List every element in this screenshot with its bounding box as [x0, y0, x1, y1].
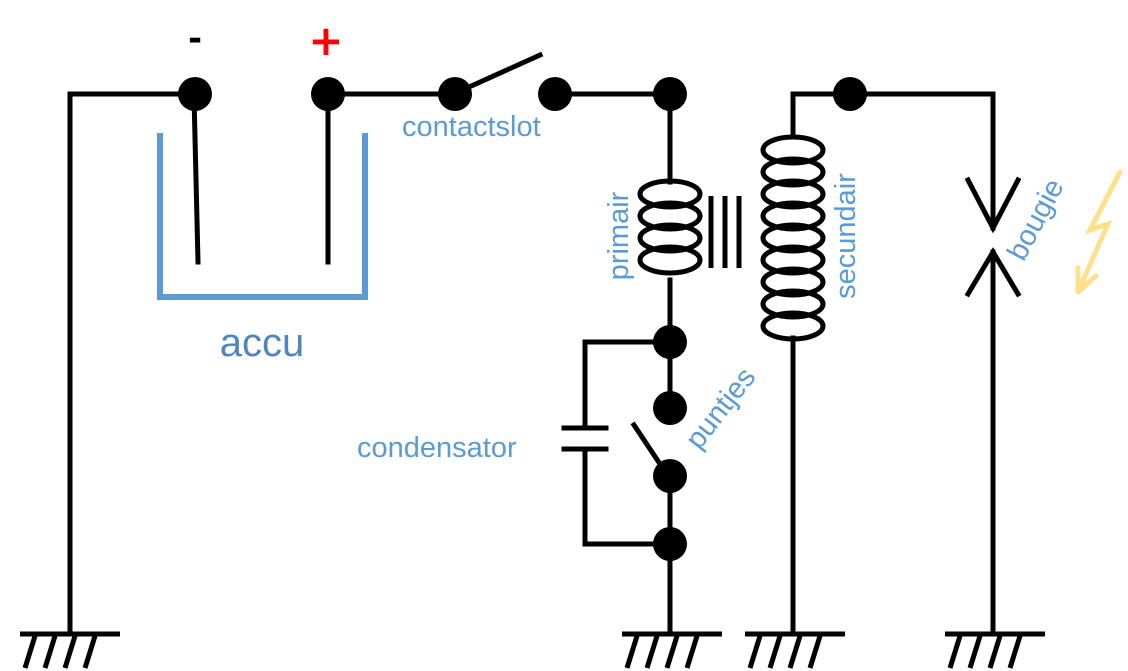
- ignition-switch-terminal-left: [438, 77, 472, 111]
- ground-icon: [622, 631, 722, 669]
- spark-plug-lower-electrode: [964, 247, 1022, 298]
- primary-top-junction: [653, 77, 687, 111]
- secondary-coil: [760, 134, 826, 342]
- battery-plus-terminal: [311, 77, 345, 111]
- wire-secondary-top: [790, 91, 996, 231]
- capacitor-bottom-junction: [653, 527, 687, 561]
- wire-ground-to-minus: [67, 91, 198, 637]
- transformer-core: [708, 196, 742, 268]
- secondary-coil-label: secundair: [830, 173, 862, 299]
- capacitor-label: condensator: [357, 432, 517, 464]
- ignition-switch-label: contactslot: [402, 111, 541, 143]
- lightning-bolt-icon: [1075, 169, 1123, 295]
- ground-icon: [20, 631, 120, 669]
- capacitor-top-junction: [653, 325, 687, 359]
- battery-plus-sign: +: [308, 16, 343, 65]
- battery-negative-electrode: [191, 93, 201, 265]
- battery-label: accu: [220, 321, 305, 365]
- points-lower-contact: [653, 459, 687, 493]
- battery-container: [157, 133, 368, 300]
- ground-icon: [945, 631, 1045, 669]
- primary-coil: [637, 178, 703, 276]
- points-upper-contact: [653, 391, 687, 425]
- points-label: puntjes: [680, 362, 763, 455]
- wire-capacitor-branch: [582, 339, 673, 547]
- secondary-top-junction: [833, 77, 867, 111]
- spark-plug-upper-electrode: [964, 176, 1022, 234]
- ignition-switch-lever: [454, 51, 544, 96]
- battery-minus-sign: -: [188, 19, 202, 59]
- primary-coil-label: primair: [603, 191, 635, 280]
- ignition-switch-terminal-right: [538, 77, 572, 111]
- battery-minus-terminal: [178, 77, 212, 111]
- ground-icon: [745, 631, 845, 669]
